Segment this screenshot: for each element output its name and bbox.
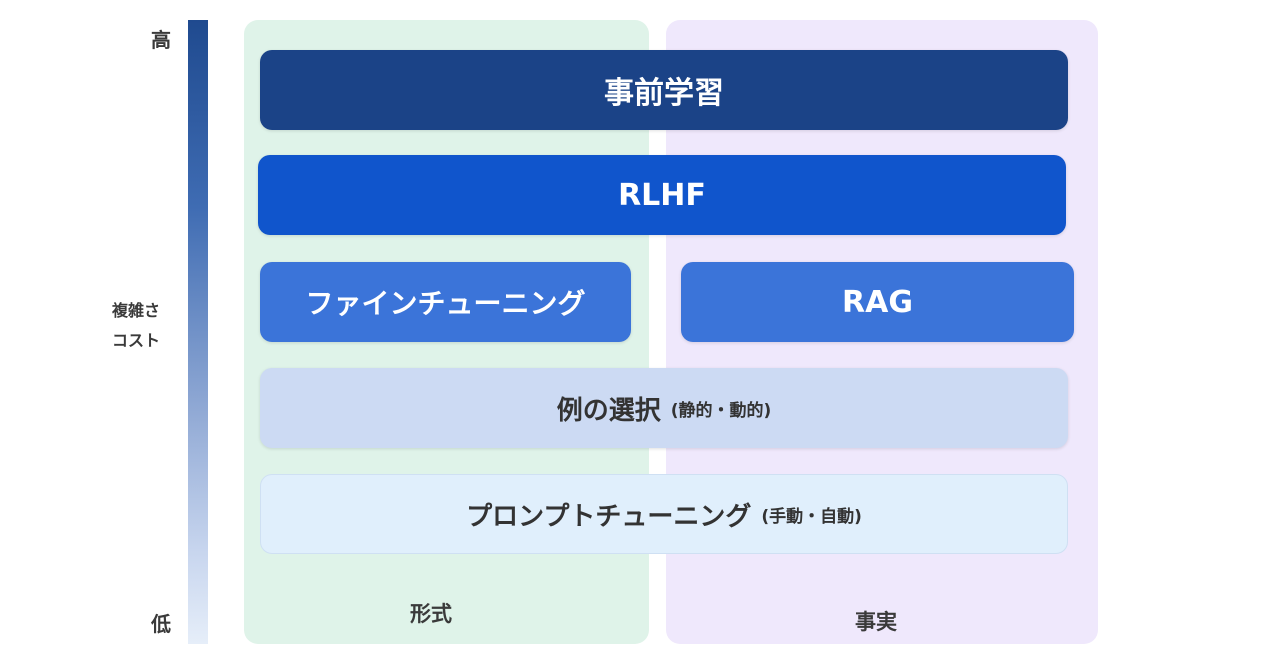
prompt-tuning-block: プロンプトチューニング (手動・自動) — [260, 474, 1068, 554]
complexity-gradient-bar — [188, 20, 208, 644]
rlhf-label: RLHF — [618, 177, 706, 213]
axis-title: 複雑さ コスト — [112, 296, 160, 356]
example-selection-sublabel: (静的・動的) — [670, 400, 772, 421]
axis-high-label: 高 — [151, 28, 171, 52]
fact-panel-label: 事実 — [855, 610, 897, 634]
rag-label: RAG — [842, 284, 913, 320]
prompt-tuning-sublabel: (手動・自動) — [761, 506, 862, 527]
example-selection-label: 例の選択 — [556, 395, 661, 426]
form-panel-label: 形式 — [410, 602, 452, 626]
axis-title-line1: 複雑さ — [112, 301, 161, 320]
pretraining-label: 事前学習 — [604, 76, 724, 111]
axis-low-label: 低 — [151, 612, 171, 636]
pretraining-block: 事前学習 — [260, 50, 1068, 130]
rlhf-block: RLHF — [258, 155, 1066, 235]
example-selection-block: 例の選択 (静的・動的) — [260, 368, 1068, 448]
rag-block: RAG — [681, 262, 1074, 342]
prompt-tuning-label: プロンプトチューニング — [466, 501, 752, 532]
axis-title-line2: コスト — [112, 331, 161, 350]
finetuning-label: ファインチューニング — [305, 287, 586, 320]
finetuning-block: ファインチューニング — [260, 262, 631, 342]
